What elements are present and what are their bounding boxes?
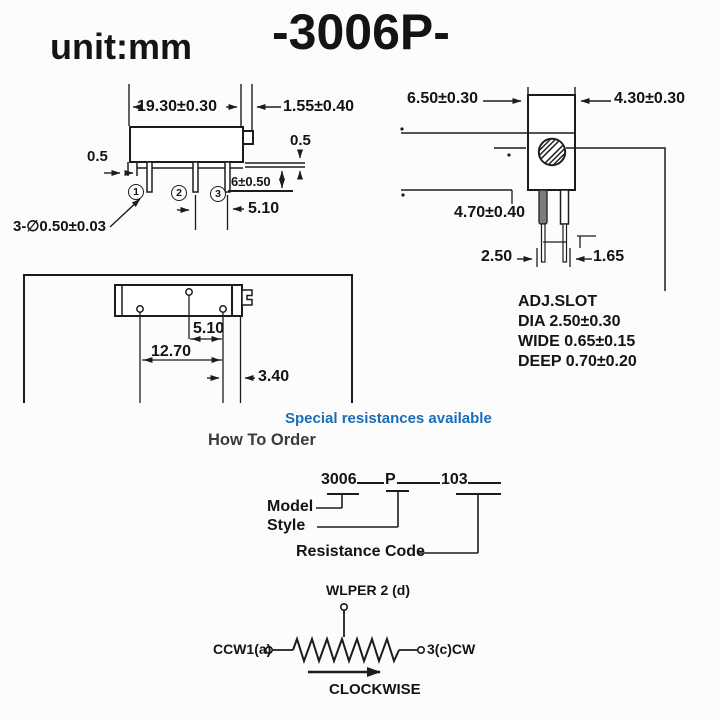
pin-2 xyxy=(192,161,199,193)
dim-standoff-left: 0.5 xyxy=(87,148,108,165)
special-resistances-link[interactable]: Special resistances available xyxy=(285,410,492,427)
dim-pin-2-3: 5.10 xyxy=(193,320,225,337)
page-title: -3006P- xyxy=(272,4,450,60)
view-frame xyxy=(23,274,353,403)
dim-top-width: 4.30±0.30 xyxy=(614,90,686,107)
order-style-value: P xyxy=(385,471,396,488)
dim-tab: 1.55±0.40 xyxy=(283,98,355,115)
dim-height: 6.50±0.30 xyxy=(407,90,479,107)
dim-pin-1-3: 12.70 xyxy=(151,343,192,360)
dim-pin-spacing-side: 5.10 xyxy=(248,200,280,217)
dim-pin-exposed: 6±0.50 xyxy=(231,174,271,189)
unit-label: unit:mm xyxy=(50,26,192,67)
ccw-terminal xyxy=(264,645,273,654)
order-model-value: 3006 xyxy=(321,471,357,488)
dim-body-depth: 4.70±0.40 xyxy=(454,204,526,221)
order-resistance-value: 103 xyxy=(441,471,468,488)
dim-standoff-right: 0.5 xyxy=(290,132,311,149)
dim-pin-gap: 2.50 xyxy=(481,248,513,265)
adj-slot-wide: WIDE 0.65±0.15 xyxy=(518,333,636,350)
dim-pin-offset: 1.65 xyxy=(593,248,625,265)
front-view-drawing xyxy=(400,87,666,291)
resistor-zigzag xyxy=(292,635,400,665)
wiper-label: WLPER 2 (d) xyxy=(326,582,410,598)
adj-slot-title: ADJ.SLOT xyxy=(518,293,598,310)
screw-clip xyxy=(241,289,253,306)
order-model-label: Model xyxy=(267,498,314,515)
potentiometer-schematic xyxy=(264,602,425,677)
pin-3-hole xyxy=(219,305,227,313)
pin-1-hole xyxy=(136,305,144,313)
front-pin-right xyxy=(559,189,570,225)
dim-body-width: 19.30±0.30 xyxy=(137,98,217,115)
wiper-terminal xyxy=(339,602,348,611)
order-style-label: Style xyxy=(267,517,306,534)
cw-terminal xyxy=(416,645,425,654)
clockwise-label: CLOCKWISE xyxy=(329,681,421,698)
ccw-label: CCW1(a) xyxy=(213,641,272,657)
adj-slot-dia: DIA 2.50±0.30 xyxy=(518,313,621,330)
side-view-drawing xyxy=(104,84,305,230)
adj-slot-leader xyxy=(566,147,666,291)
top-view-drawing xyxy=(23,274,353,403)
pin-1-marker: 1 xyxy=(128,184,144,200)
pin-3 xyxy=(224,161,231,193)
pin-hole-note: 3-∅0.50±0.03 xyxy=(13,218,107,235)
adjustment-screw-icon xyxy=(537,137,567,167)
dim-edge-offset: 3.40 xyxy=(258,368,290,385)
pin-3-marker: 3 xyxy=(210,186,226,202)
screw-tab xyxy=(242,130,254,145)
pin-2-marker: 2 xyxy=(171,185,187,201)
pin-1 xyxy=(146,161,153,193)
pin-2-hole xyxy=(185,288,193,296)
adj-slot-deep: DEEP 0.70±0.20 xyxy=(518,353,637,370)
order-code-diagram xyxy=(316,482,501,554)
cw-label: 3(c)CW xyxy=(427,641,476,657)
front-pin-left xyxy=(538,189,548,225)
how-to-order-heading: How To Order xyxy=(208,431,316,449)
order-resistance-label: Resistance Code xyxy=(296,543,425,560)
